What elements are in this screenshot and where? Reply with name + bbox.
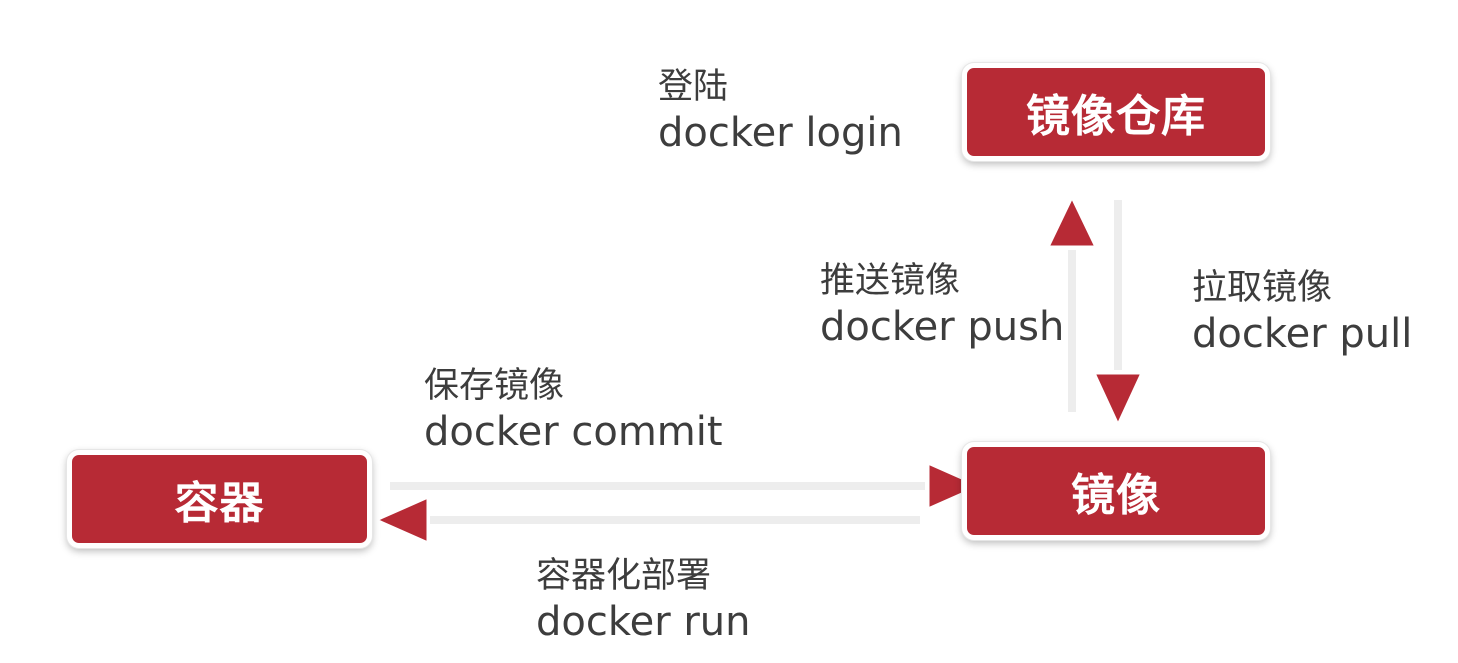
pull-arrow-head (1091, 371, 1145, 429)
login-label-cmd: docker login (658, 109, 903, 156)
registry-label: 镜像仓库 (1026, 91, 1206, 142)
run-arrow-head (372, 494, 430, 546)
container-node: 容器 (67, 450, 372, 548)
push-label: 推送镜像 docker push (820, 260, 1064, 351)
image-label: 镜像 (1071, 470, 1161, 521)
commit-label-cn: 保存镜像 (424, 366, 565, 406)
image-node: 镜像 (962, 442, 1270, 540)
push-arrow-head (1045, 193, 1099, 249)
commit-label-cmd: docker commit (424, 408, 723, 455)
run-label: 容器化部署 docker run (536, 555, 751, 646)
commit-arrow-head (926, 460, 984, 512)
pull-label: 拉取镜像 docker pull (1192, 267, 1412, 358)
pull-label-cmd: docker pull (1192, 310, 1413, 357)
run-label-cmd: docker run (536, 598, 751, 645)
login-label: 登陆 docker login (658, 66, 903, 157)
commit-label: 保存镜像 docker commit (424, 365, 723, 456)
push-label-cn: 推送镜像 (820, 261, 961, 301)
login-label-cn: 登陆 (658, 67, 729, 107)
registry-node: 镜像仓库 (962, 63, 1270, 161)
run-arrow (372, 494, 920, 546)
pull-arrow (1091, 200, 1145, 429)
push-label-cmd: docker push (820, 303, 1065, 350)
container-label: 容器 (174, 478, 265, 529)
commit-arrow (390, 460, 984, 512)
pull-label-cn: 拉取镜像 (1192, 268, 1333, 308)
run-label-cn: 容器化部署 (536, 556, 712, 596)
push-arrow (1045, 193, 1099, 412)
